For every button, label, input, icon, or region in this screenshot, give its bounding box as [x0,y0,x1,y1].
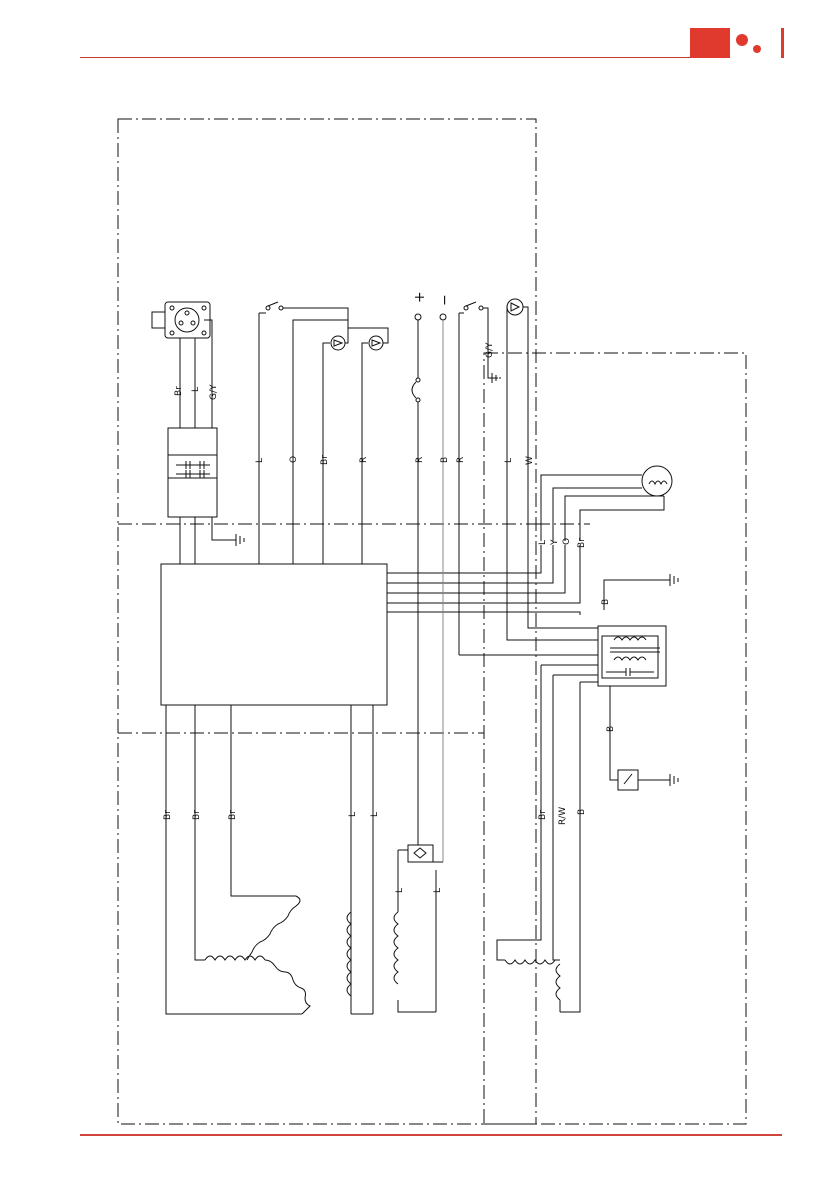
label-upper-r2: R [415,457,425,463]
label-lower-l1: L [348,812,358,817]
label-avr-b-top: B [601,599,611,605]
label-lower-br2: Br [192,810,202,820]
label-upper-b: B [440,457,450,463]
label-motor-y: Y [550,539,560,546]
logo-dot-small [753,45,761,53]
motor [540,465,673,541]
label-motor-br: Br [577,538,587,548]
logo-red-block [690,28,730,58]
oil-switch [458,301,501,655]
label-exciter-br: Br [538,810,548,820]
label-upper-l: L [255,458,265,463]
header-rule [80,57,690,58]
main-switch [258,301,349,564]
label-avr-b-bottom: B [606,726,616,732]
label-switch-gy: G/Y [485,342,495,358]
label-lower-br3: Br [228,810,238,820]
aux-winding [346,911,373,1015]
brand-logo [690,28,784,58]
label-lower-br1: Br [163,810,173,820]
lamp-circuit [292,319,389,564]
label-rect-l2: L [433,888,443,893]
avr-unit [459,574,679,791]
noise-filter [167,427,245,564]
logo-dot-large [736,34,748,46]
frame-alternator [483,352,747,1125]
label-battery-minus: − [437,294,453,306]
logo-bar [781,28,784,58]
label-lower-l2: L [370,812,380,817]
stator-winding [204,895,311,1015]
label-upper-r1: R [359,457,369,463]
label-motor-o: O [562,538,572,545]
label-battery-plus: + [412,291,428,303]
label-socket-gy: G/Y [209,384,219,400]
label-upper-br: Br [320,455,330,465]
rectifier-circuit [393,844,443,1013]
label-upper-r3: R [456,457,466,463]
footer-rule [80,1134,782,1136]
label-exciter-rw: R/W [558,807,568,825]
indicator-lamp [506,298,598,641]
label-exciter-b: B [577,809,587,815]
socket-outlet [151,301,213,428]
label-upper-l2: L [504,458,514,463]
label-upper-o: O [289,456,299,463]
label-upper-w: W [525,456,535,465]
label-rect-l1: L [395,888,405,893]
label-socket-br: Br [174,386,184,396]
main-winding-wires [165,705,374,1015]
module-right-wires [387,545,581,615]
control-module [160,563,388,706]
label-motor-l: L [538,540,548,545]
frame-control-panel [117,118,537,1125]
label-socket-l: L [191,387,201,392]
exciter-winding [496,665,581,1013]
battery-circuit [411,313,447,862]
diagram-labels: Br L G/Y L O Br R R B R L W + − G/Y L Y … [163,291,616,893]
